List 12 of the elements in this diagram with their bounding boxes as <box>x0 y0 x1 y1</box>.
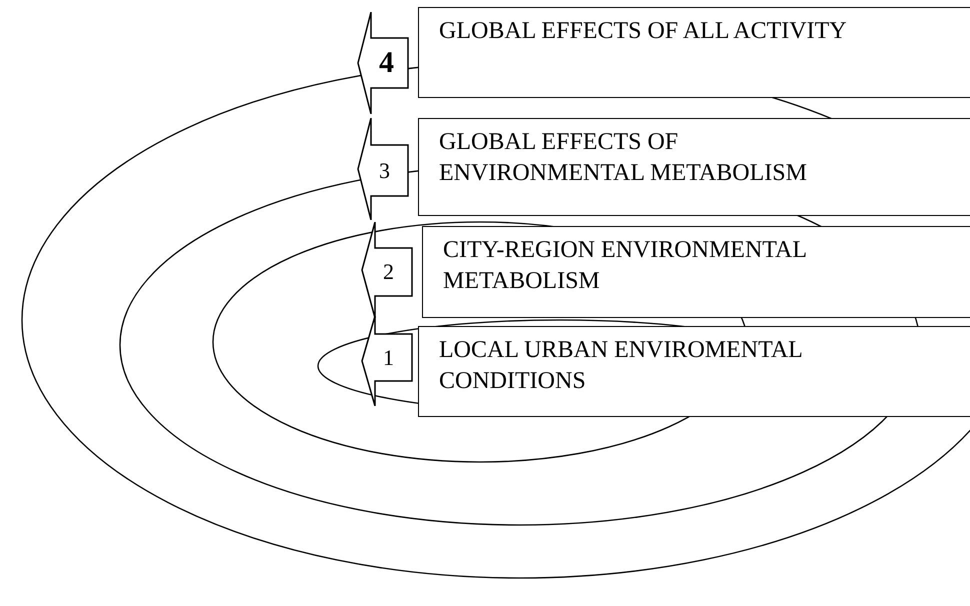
level-box <box>422 226 970 318</box>
step-number: 2 <box>383 261 394 283</box>
step-number: 1 <box>383 346 394 368</box>
level-text: GLOBAL EFFECTS OF ALL ACTIVITY <box>439 17 848 46</box>
level-box <box>418 326 970 417</box>
step-number: 3 <box>379 160 390 182</box>
level-box <box>418 118 970 216</box>
step-number: 4 <box>379 48 394 78</box>
level-box <box>418 7 970 98</box>
level-text: GLOBAL EFFECTS OF ENVIRONMENTAL METABOLISM <box>439 128 808 188</box>
level-text: CITY-REGION ENVIRONMENTAL METABOLISM <box>443 236 808 296</box>
level-text: LOCAL URBAN ENVIROMENTAL CONDITIONS <box>439 336 803 396</box>
